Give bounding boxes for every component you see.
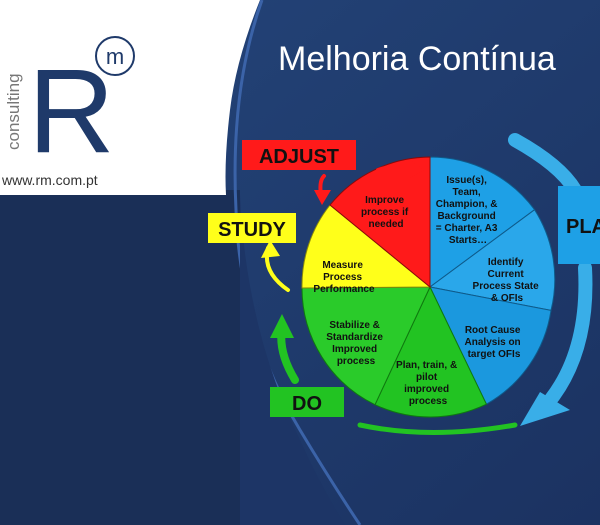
swoosh-shadow [240, 195, 345, 525]
label-study-box [208, 213, 296, 243]
segment-measure-text: Measure Process Performance [313, 260, 375, 295]
arrow-do-arc [357, 422, 518, 435]
segment-scope-text: Issue(s), Team, Champion, & Background =… [436, 175, 500, 246]
logo-url: www.rm.com.pt [2, 172, 98, 188]
label-study: STUDY [218, 219, 286, 241]
arrow-adjust-right-head [410, 160, 424, 178]
label-do-box [270, 387, 344, 417]
label-adjust-box [242, 140, 356, 170]
label-adjust: ADJUST [259, 146, 339, 168]
segment-root-cause-text: Root Cause Analysis on target OFIs [465, 325, 524, 360]
logo-letter: R [28, 44, 115, 178]
logo-superscript-circle [95, 36, 135, 76]
wedge-scope [429, 156, 536, 288]
segment-improve-text: Improve process if needed [361, 195, 411, 230]
cycle-wheel [301, 156, 556, 418]
arrow-adjust-down-head [314, 190, 331, 205]
wedge-measure [301, 204, 432, 289]
wedge-improve [329, 156, 431, 289]
wedge-current-state [428, 208, 556, 311]
segment-standardize-text: Stabilize & Standardize Improved process [326, 320, 385, 367]
label-do: DO [292, 393, 322, 415]
logo-tagline: consulting [4, 73, 23, 150]
segment-current-state-text: Identify Current Process State & OFIs [473, 257, 542, 304]
wedge-standardize [301, 286, 431, 406]
arrow-do-up-head [270, 314, 294, 338]
label-plan-box [558, 186, 600, 264]
arrow-plan-out-head [520, 392, 570, 426]
wedge-root-cause [429, 286, 552, 405]
arrow-plan-in [508, 133, 582, 197]
page-title: Melhoria Contínua [278, 40, 556, 78]
segment-pilot-text: Plan, train, & pilot improved process [396, 360, 460, 407]
header-white-area [0, 0, 260, 195]
logo-superscript: m [106, 44, 124, 69]
arrow-study-head [261, 240, 280, 258]
wedge-pilot [374, 285, 488, 418]
left-panel [0, 190, 240, 525]
label-plan: PLA [566, 216, 600, 238]
